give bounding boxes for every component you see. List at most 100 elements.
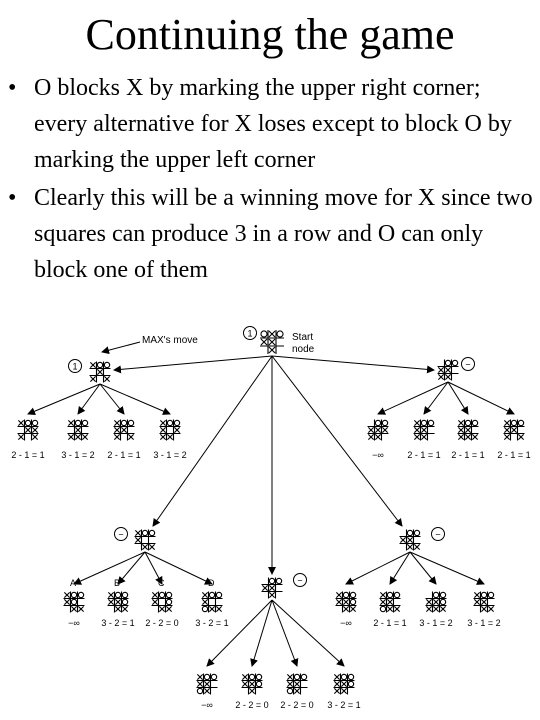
x-mark [77,605,85,613]
x-mark [67,419,75,427]
o-mark [215,591,223,599]
tictactoe-board [17,419,39,441]
x-mark [293,680,301,688]
o-mark [286,687,294,695]
o-mark [393,591,401,599]
o-mark [127,419,135,427]
x-mark [349,605,357,613]
x-mark [379,591,387,599]
x-mark [333,680,341,688]
o-mark [114,591,122,599]
x-mark [464,433,472,441]
tree-edge [271,599,345,667]
x-mark [464,426,472,434]
o-mark [81,419,89,427]
x-mark [67,433,75,441]
tree-edge [99,383,125,415]
o-mark [386,591,394,599]
o-mark [275,577,283,585]
x-mark [487,605,495,613]
score-label: −∞ [340,618,352,628]
max-move-label: MAX's move [142,335,198,346]
o-mark [374,419,382,427]
x-mark [89,375,97,383]
tree-edge [144,551,213,585]
x-mark [114,605,122,613]
x-mark [457,419,465,427]
tictactoe-board [63,591,85,613]
x-mark [96,368,104,376]
tictactoe-board [367,419,389,441]
o-mark [121,598,129,606]
tree-edge [271,599,299,667]
o-mark [379,605,387,613]
x-mark [203,680,211,688]
mr-value-marker [431,527,445,541]
o-mark [203,673,211,681]
x-mark [268,591,276,599]
x-mark [159,433,167,441]
branch-label: C [158,578,165,588]
x-mark [425,605,433,613]
tictactoe-board [473,591,495,613]
tree-edge [423,381,449,415]
x-mark [261,584,269,592]
x-mark [151,598,159,606]
x-mark [413,426,421,434]
tree-edge [27,383,101,415]
tree-edge [447,381,469,415]
o-mark [268,577,276,585]
x-mark [342,598,350,606]
o-mark [24,419,32,427]
tictactoe-board [437,359,459,381]
o-mark [121,591,129,599]
x-mark [444,373,452,381]
root-value-marker-text: 1 [247,329,252,339]
o-mark [70,598,78,606]
x-mark [141,543,149,551]
score-label: 2 - 1 = 1 [11,450,44,460]
x-mark [480,605,488,613]
tictactoe-board [113,419,135,441]
o-mark [413,529,421,537]
x-mark [173,426,181,434]
root-value-marker [243,326,257,340]
x-mark [432,605,440,613]
bullet-dot: • [8,75,17,101]
x-mark [420,433,428,441]
x-mark [503,433,511,441]
score-label: 2 - 1 = 1 [373,618,406,628]
max-move-pointer [101,341,141,355]
tree-edge [377,381,449,415]
x-mark [241,680,249,688]
tictactoe-board [333,673,355,695]
tree-edge [113,355,273,374]
x-mark [268,330,276,338]
o-mark [96,361,104,369]
x-mark [503,426,511,434]
tictactoe-board [399,529,421,551]
score-label: 2 - 1 = 1 [407,450,440,460]
x-mark [74,433,82,441]
tree-edge [271,355,435,374]
x-mark [121,605,129,613]
left-value-marker-text: 1 [72,362,77,372]
x-mark [457,433,465,441]
x-mark [286,673,294,681]
x-mark [127,433,135,441]
x-mark [386,598,394,606]
x-mark [165,605,173,613]
right-value-marker-text: − [465,360,470,370]
tree-edge [447,381,515,415]
o-mark [77,591,85,599]
o-mark [451,359,459,367]
tictactoe-board [201,591,223,613]
tree-edge [409,551,437,585]
bullet-text: Clearly this will be a winning move for … [34,185,533,283]
x-mark [340,680,348,688]
o-mark [158,591,166,599]
x-mark [444,366,452,374]
tree-edge [389,551,411,585]
x-mark [333,687,341,695]
